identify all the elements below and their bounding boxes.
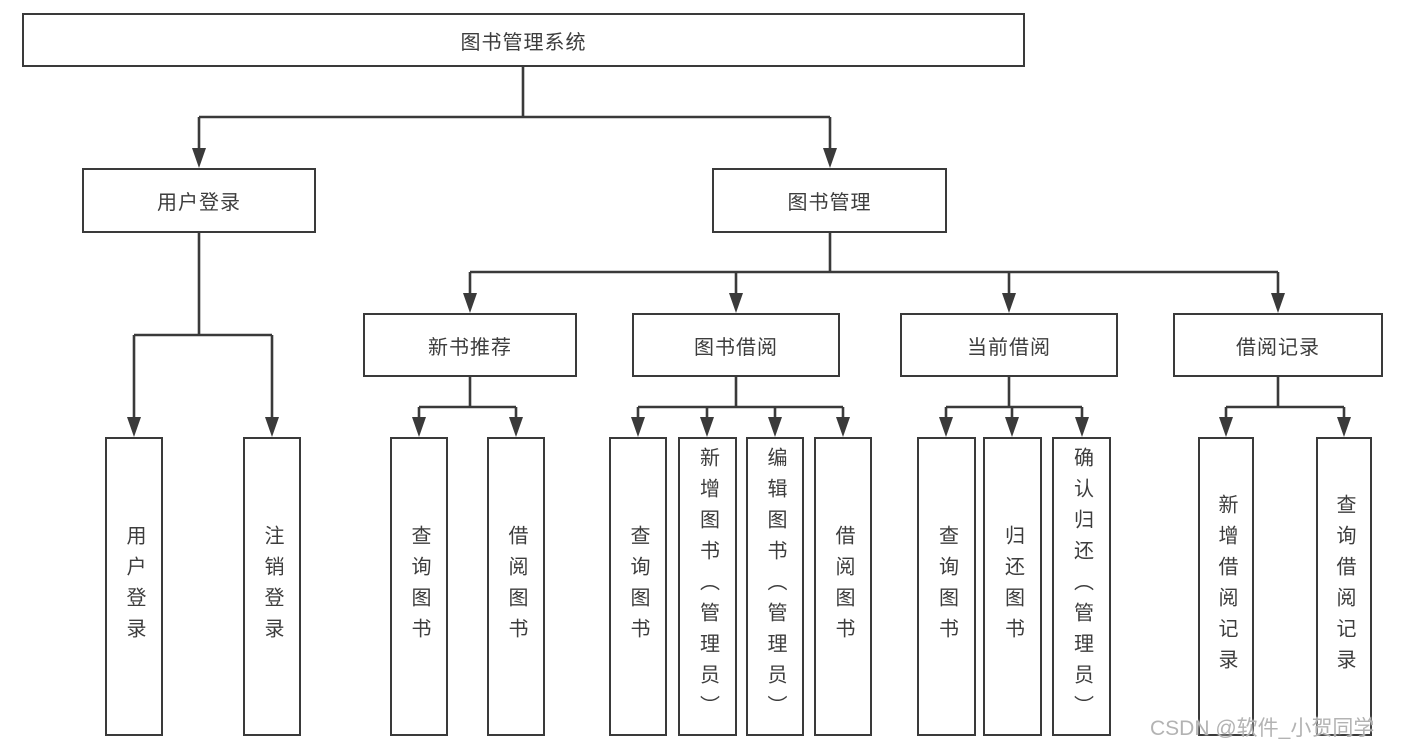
node-root-library-system: 图书管理系统	[22, 13, 1025, 67]
node-label: 查询借阅记录	[1333, 493, 1355, 680]
node-user-login: 用户登录	[82, 168, 316, 233]
node-label: 确认归还（管理员）	[1070, 447, 1093, 726]
node-borrowing-records: 借阅记录	[1173, 313, 1383, 377]
node-label: 用户登录	[123, 524, 145, 649]
node-label: 借阅图书	[505, 524, 527, 649]
arrowheads	[127, 148, 1351, 437]
leaf-query-books-2: 查询图书	[609, 437, 667, 736]
node-label: 查询图书	[935, 524, 958, 649]
node-label: 图书管理	[787, 192, 872, 214]
node-label: 查询图书	[408, 524, 430, 649]
node-label: 借阅图书	[832, 524, 854, 649]
csdn-watermark: CSDN @软件_小贺同学	[1150, 717, 1375, 740]
node-current-borrowing: 当前借阅	[900, 313, 1118, 377]
leaf-add-books-admin: 新增图书（管理员）	[678, 437, 737, 736]
node-label: 图书借阅	[694, 336, 778, 359]
leaf-borrow-books-2: 借阅图书	[814, 437, 872, 736]
node-label: 新增图书（管理员）	[696, 447, 719, 726]
leaf-return-books: 归还图书	[983, 437, 1042, 736]
leaf-confirm-return-admin: 确认归还（管理员）	[1052, 437, 1111, 736]
leaf-borrow-books-1: 借阅图书	[487, 437, 545, 736]
node-label: 注销登录	[261, 524, 283, 649]
leaf-query-books-3: 查询图书	[917, 437, 976, 736]
node-label: 用户登录	[157, 192, 241, 214]
node-label: 当前借阅	[967, 336, 1051, 359]
leaf-user-login: 用户登录	[105, 437, 163, 736]
node-label: 新增借阅记录	[1215, 493, 1237, 680]
leaf-edit-books-admin: 编辑图书（管理员）	[746, 437, 804, 736]
leaf-logout: 注销登录	[243, 437, 301, 736]
node-new-book-recommend: 新书推荐	[363, 313, 577, 377]
node-label: 借阅记录	[1236, 336, 1320, 359]
leaf-query-borrow-record: 查询借阅记录	[1316, 437, 1372, 736]
node-label: 归还图书	[1001, 524, 1024, 649]
node-book-management: 图书管理	[712, 168, 947, 233]
node-book-borrowing: 图书借阅	[632, 313, 840, 377]
node-label: 新书推荐	[428, 336, 512, 359]
node-label: 查询图书	[627, 524, 649, 649]
leaf-add-borrow-record: 新增借阅记录	[1198, 437, 1254, 736]
leaf-query-books-1: 查询图书	[390, 437, 448, 736]
node-label: 编辑图书（管理员）	[764, 447, 786, 726]
node-label: 图书管理系统	[460, 31, 587, 54]
